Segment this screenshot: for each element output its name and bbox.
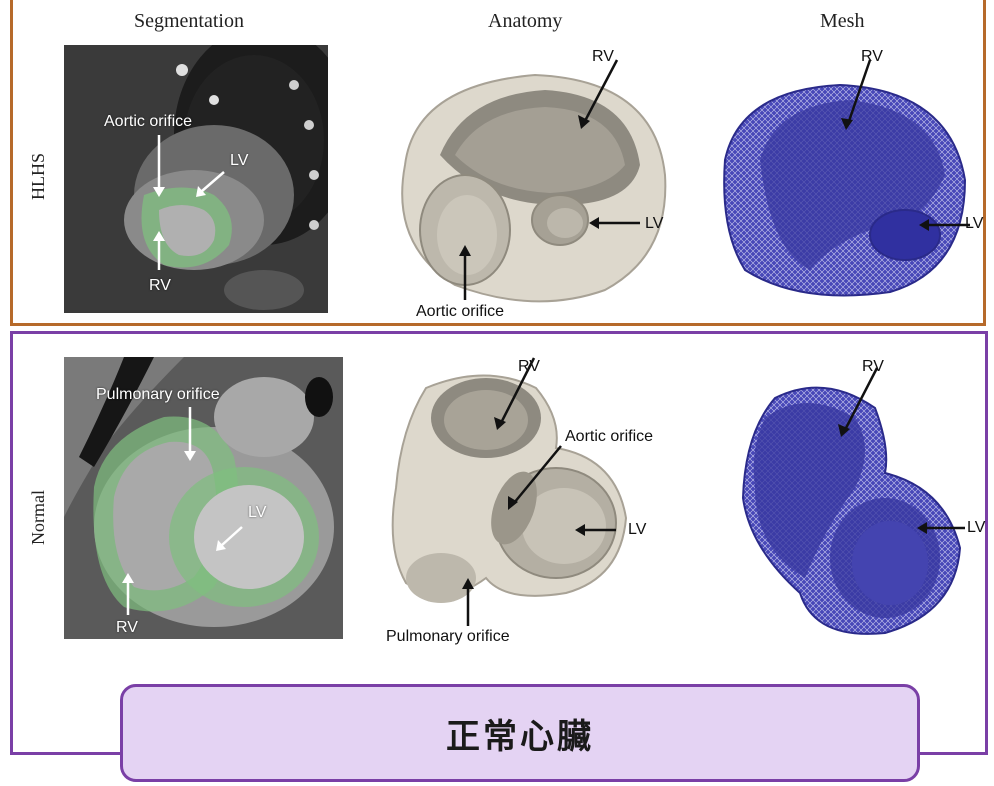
column-heading-segmentation: Segmentation: [134, 10, 244, 33]
hlhs-seg-label-rv: RV: [149, 277, 171, 295]
hlhs-mesh-model: [720, 80, 970, 300]
normal-anatomy-label-rv: RV: [518, 358, 540, 376]
column-heading-mesh: Mesh: [820, 10, 864, 33]
hlhs-segmentation-image: Aortic orifice LV RV: [64, 45, 328, 313]
normal-anatomy-model: [386, 368, 646, 628]
normal-mesh-model: [735, 378, 970, 638]
normal-seg-label-lv: LV: [248, 504, 266, 522]
normal-seg-label-pulmonary-orifice: Pulmonary orifice: [96, 386, 220, 404]
banner-text: 正常心臟: [446, 709, 594, 758]
hlhs-anatomy-model: [385, 55, 675, 305]
normal-heart-banner: 正常心臟: [120, 684, 920, 782]
hlhs-mesh-label-lv: LV: [965, 215, 983, 233]
normal-seg-label-rv: RV: [116, 619, 138, 637]
normal-anatomy-label-aortic-orifice: Aortic orifice: [565, 428, 653, 446]
hlhs-anatomy-label-lv: LV: [645, 215, 663, 233]
hlhs-anatomy-label-aortic-orifice: Aortic orifice: [416, 303, 504, 321]
column-heading-anatomy: Anatomy: [488, 10, 562, 33]
hlhs-seg-label-lv: LV: [230, 152, 248, 170]
normal-segmentation-image: Pulmonary orifice LV RV: [64, 357, 343, 639]
hlhs-seg-label-aortic-orifice: Aortic orifice: [104, 113, 192, 131]
normal-anatomy-label-lv: LV: [628, 521, 646, 539]
hlhs-anatomy-label-rv: RV: [592, 48, 614, 66]
row-label-hlhs: HLHS: [28, 153, 49, 200]
hlhs-mesh-label-rv: RV: [861, 48, 883, 66]
normal-anatomy-label-pulmonary-orifice: Pulmonary orifice: [386, 628, 510, 646]
normal-mesh-label-rv: RV: [862, 358, 884, 376]
normal-mesh-label-lv: LV: [967, 519, 985, 537]
row-label-normal: Normal: [28, 490, 49, 545]
